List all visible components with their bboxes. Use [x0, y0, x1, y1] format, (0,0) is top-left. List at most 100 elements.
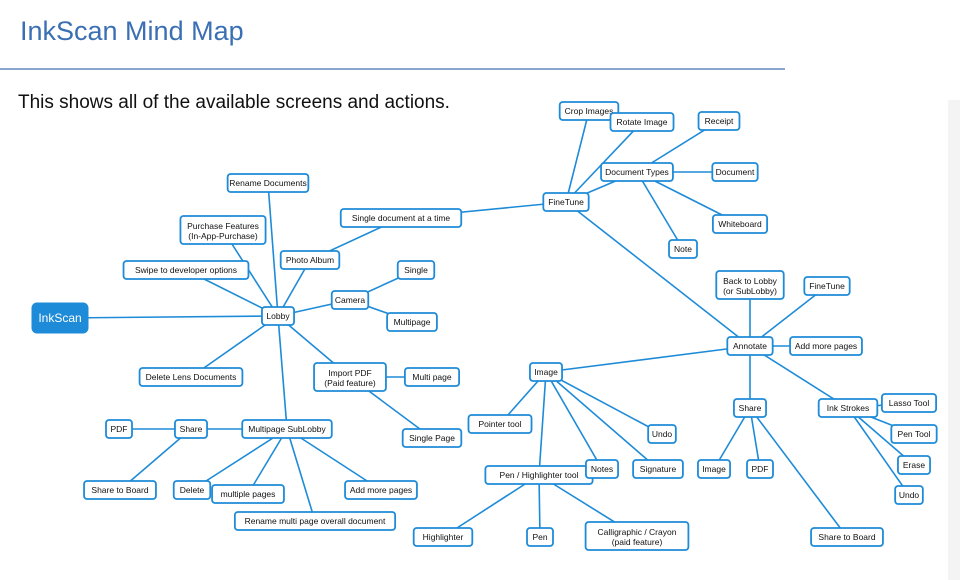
node-label: Lobby — [266, 311, 290, 321]
node-box — [105, 419, 133, 439]
node-rename-multi[interactable]: Rename multi page overall document — [233, 511, 397, 531]
node-label: Camera — [335, 295, 366, 305]
node-pointer[interactable]: Pointer tool — [467, 414, 533, 434]
node-multi-page[interactable]: Multi page — [403, 367, 460, 387]
node-rotate[interactable]: Rotate Image — [609, 112, 675, 132]
node-box — [817, 398, 879, 418]
node-label: Pen Tool — [898, 429, 931, 439]
node-inkscan[interactable]: InkScan — [31, 302, 89, 334]
node-note[interactable]: Note — [668, 239, 698, 259]
node-rename-docs[interactable]: Rename Documents — [226, 173, 310, 193]
node-pen[interactable]: Pen — [526, 527, 554, 547]
node-receipt[interactable]: Receipt — [697, 111, 741, 131]
node-box — [715, 270, 785, 300]
edge-ink_strokes-undo2 — [847, 407, 910, 496]
node-lobby[interactable]: Lobby — [261, 306, 295, 326]
node-pen-hl[interactable]: Pen / Highlighter tool — [484, 465, 594, 485]
node-box — [172, 480, 212, 500]
node-label: Single Page — [409, 433, 455, 443]
edge-inkscan-lobby — [59, 315, 279, 319]
node-undo1[interactable]: Undo — [647, 424, 677, 444]
node-delete-lens[interactable]: Delete Lens Documents — [138, 367, 244, 387]
edge-annotate-ink_strokes — [749, 345, 849, 409]
node-box — [726, 336, 774, 356]
node-notes[interactable]: Notes — [585, 459, 619, 479]
node-box — [226, 173, 310, 193]
node-share1[interactable]: Share — [174, 419, 208, 439]
node-image[interactable]: Image — [529, 362, 563, 382]
node-share-board2[interactable]: Share to Board — [810, 527, 884, 547]
node-box — [396, 260, 436, 280]
node-label: Lasso Tool — [889, 398, 930, 408]
node-undo2[interactable]: Undo — [894, 485, 924, 505]
node-import-pdf[interactable]: Import PDF(Paid feature) — [313, 362, 387, 392]
node-label: Rename Documents — [229, 178, 306, 188]
node-pdf2[interactable]: PDF — [746, 459, 774, 479]
node-label: PDF — [752, 464, 769, 474]
node-label: Purchase Features(In-App-Purchase) — [187, 221, 259, 241]
node-whiteboard[interactable]: Whiteboard — [712, 214, 769, 234]
node-pdf1[interactable]: PDF — [105, 419, 133, 439]
node-finetune2[interactable]: FineTune — [803, 276, 851, 296]
node-image2[interactable]: Image — [697, 459, 731, 479]
node-box — [585, 459, 619, 479]
node-doc-types[interactable]: Document Types — [600, 162, 674, 182]
node-box — [122, 260, 250, 280]
node-swipe[interactable]: Swipe to developer options — [122, 260, 250, 280]
node-label: Single — [404, 265, 428, 275]
node-box — [733, 398, 767, 418]
node-label: Rotate Image — [616, 117, 667, 127]
node-document[interactable]: Document — [711, 162, 759, 182]
node-erase[interactable]: Erase — [897, 455, 931, 475]
edge-finetune1-crop — [565, 110, 590, 203]
node-camera[interactable]: Camera — [330, 290, 370, 310]
node-photo-album[interactable]: Photo Album — [279, 250, 341, 270]
edge-share1-share_board1 — [119, 428, 192, 491]
node-box — [609, 112, 675, 132]
node-single-doc[interactable]: Single document at a time — [339, 208, 463, 228]
node-single[interactable]: Single — [396, 260, 436, 280]
node-box — [313, 362, 387, 392]
node-delete[interactable]: Delete — [172, 480, 212, 500]
node-multiple-pages[interactable]: multiple pages — [211, 484, 285, 504]
node-lasso[interactable]: Lasso Tool — [881, 393, 938, 413]
node-label: Share — [180, 424, 203, 434]
node-add-pages2[interactable]: Add more pages — [789, 336, 863, 356]
page-title: InkScan Mind Map — [20, 16, 244, 46]
node-sublobby[interactable]: Multipage SubLobby — [241, 419, 333, 439]
node-back-lobby[interactable]: Back to Lobby(or SubLobby) — [715, 270, 785, 300]
node-label: Image — [702, 464, 726, 474]
node-single-page[interactable]: Single Page — [401, 428, 463, 448]
node-finetune1[interactable]: FineTune — [542, 192, 590, 212]
node-box — [233, 511, 397, 531]
node-label: Pen / Highlighter tool — [500, 470, 579, 480]
node-pen-tool[interactable]: Pen Tool — [890, 424, 938, 444]
node-label: Delete Lens Documents — [146, 372, 237, 382]
node-box — [138, 367, 244, 387]
node-signature[interactable]: Signature — [632, 459, 684, 479]
edge-finetune1-rotate — [565, 121, 643, 203]
node-annotate[interactable]: Annotate — [726, 336, 774, 356]
node-box — [526, 527, 554, 547]
node-calligraphic[interactable]: Calligraphic / Crayon(paid feature) — [584, 521, 690, 551]
node-multipage[interactable]: Multipage — [386, 312, 438, 332]
node-purchase[interactable]: Purchase Features(In-App-Purchase) — [179, 215, 267, 245]
edge-lobby-delete_lens — [190, 315, 279, 378]
scrollbar[interactable] — [948, 100, 960, 580]
node-label: Swipe to developer options — [135, 265, 237, 275]
node-label: Back to Lobby(or SubLobby) — [723, 276, 778, 296]
node-box — [179, 215, 267, 245]
node-share2[interactable]: Share — [733, 398, 767, 418]
node-crop[interactable]: Crop Images — [558, 101, 620, 121]
node-box — [261, 306, 295, 326]
node-box — [529, 362, 563, 382]
node-add-pages1[interactable]: Add more pages — [344, 480, 418, 500]
edge-share2-pdf2 — [749, 407, 761, 470]
node-box — [810, 527, 884, 547]
node-label: Share to Board — [818, 532, 875, 542]
node-share-board1[interactable]: Share to Board — [83, 480, 157, 500]
node-highlighter[interactable]: Highlighter — [412, 527, 474, 547]
node-label: Multipage SubLobby — [248, 424, 326, 434]
node-ink-strokes[interactable]: Ink Strokes — [817, 398, 879, 418]
